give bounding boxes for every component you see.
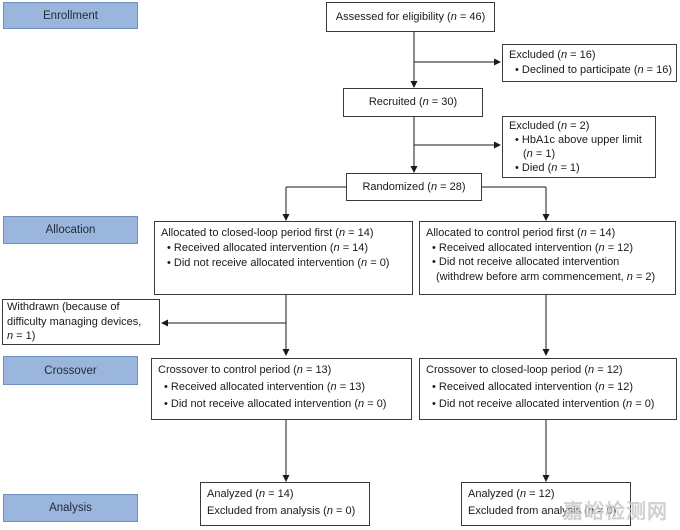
excluded2-item-hba1c-count: (n = 1) (523, 148, 556, 160)
excluded-box-enrollment: Excluded (n = 16) Declined to participat… (502, 44, 677, 82)
excluded2-title: Excluded (n = 2) (509, 120, 590, 132)
analysis-left-box: Analyzed (n = 14) Excluded from analysis… (200, 482, 370, 526)
phase-analysis: Analysis (3, 494, 138, 522)
allocation-right-box: Allocated to control period first (n = 1… (419, 221, 676, 295)
phase-crossover: Crossover (3, 356, 138, 385)
assessed-box: Assessed for eligibility (n = 46) (326, 2, 495, 32)
excluded2-item-hba1c: HbA1c above upper limit (509, 133, 649, 147)
crossover-left-box: Crossover to control period (n = 13) Rec… (151, 358, 412, 420)
allocation-left-box: Allocated to closed-loop period first (n… (154, 221, 413, 295)
excluded1-title: Excluded (n = 16) (509, 49, 596, 61)
crossover-right-box: Crossover to closed-loop period (n = 12)… (419, 358, 677, 420)
excluded-box-recruitment: Excluded (n = 2) HbA1c above upper limit… (502, 116, 656, 178)
analysis-right-box: Analyzed (n = 12) Excluded from analysis… (461, 482, 631, 526)
excluded2-item-died: Died (n = 1) (509, 161, 649, 175)
watermark: 嘉峪检测网 (563, 501, 668, 523)
phase-allocation: Allocation (3, 216, 138, 244)
recruited-box: Recruited (n = 30) (343, 88, 483, 117)
phase-enrollment: Enrollment (3, 2, 138, 29)
withdrawn-box: Withdrawn (because of difficulty managin… (2, 299, 160, 345)
randomized-box: Randomized (n = 28) (346, 173, 482, 201)
excluded1-item: Declined to participate (n = 16) (509, 63, 672, 78)
